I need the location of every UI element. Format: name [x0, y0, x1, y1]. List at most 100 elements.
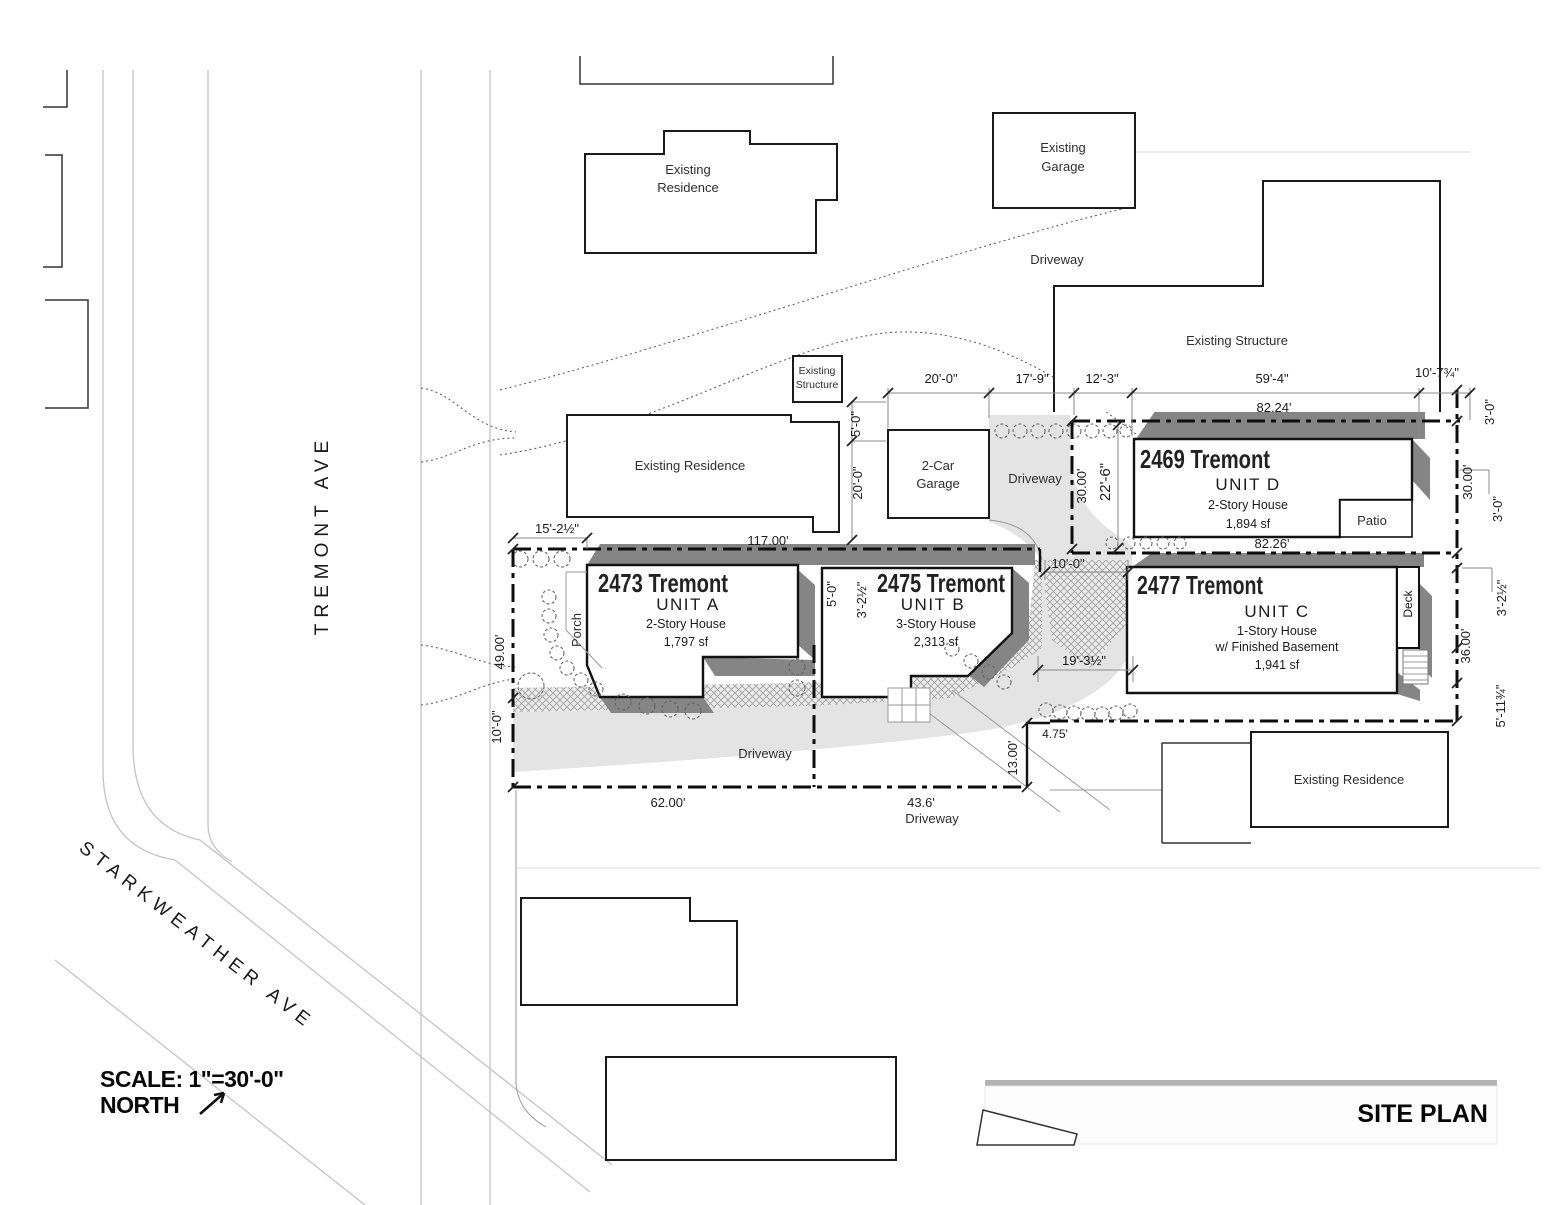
tree-symbol	[517, 672, 545, 700]
dim-3-2-1-2-unit-b: 3'-2½"	[854, 581, 869, 618]
dim-4-75: 4.75'	[1042, 727, 1068, 741]
title-panel-shadow	[985, 1080, 1497, 1088]
dim-5-0-unit-b: 5'-0"	[824, 581, 839, 607]
dim-43-6: 43.6'	[907, 795, 935, 810]
dim-22-6: 22'-6"	[1097, 463, 1114, 501]
existing-garage-label-1: Existing	[1040, 140, 1086, 155]
driveway-label-bottom: Driveway	[905, 811, 959, 826]
dim-49-00: 49.00'	[492, 634, 507, 669]
existing-residence-top-label-1: Existing	[665, 162, 711, 177]
unit-d-area: 1,894 sf	[1226, 517, 1271, 531]
dim-82-24: 82.24'	[1256, 400, 1291, 415]
unit-b-area: 2,313 sf	[914, 635, 959, 649]
dim-59-4: 59'-4"	[1255, 371, 1289, 386]
unit-c-outline	[1125, 565, 1399, 695]
dim-117-00: 117.00'	[747, 533, 788, 548]
existing-building-bottom-1	[520, 897, 738, 1006]
deck-outline	[1396, 566, 1420, 649]
unit-c-type: 1-Story House	[1237, 624, 1317, 638]
dimension-ticks	[507, 384, 1476, 793]
dim-15-2-1-2: 15'-2½"	[535, 521, 579, 536]
existing-structure-small-label-1: Existing	[799, 365, 836, 377]
existing-building-bottom-2	[605, 1056, 897, 1161]
north-arrow-icon	[199, 1091, 226, 1115]
unit-a-name: UNIT A	[656, 595, 719, 614]
unit-b-name: UNIT B	[901, 595, 965, 614]
dim-62-00: 62.00'	[650, 795, 685, 810]
existing-structure-large-outline	[1053, 180, 1441, 412]
unit-c-area: 1,941 sf	[1255, 658, 1300, 672]
existing-residence-mid-outline	[566, 414, 840, 533]
dim-82-26: 82.26'	[1254, 536, 1289, 551]
existing-structure-small-label-2: Structure	[796, 379, 839, 391]
sheet-title: SITE PLAN	[1357, 1100, 1488, 1128]
property-boundary	[511, 390, 1460, 789]
existing-garage-label-2: Garage	[1041, 159, 1084, 174]
dim-36-00-right: 36.00'	[1458, 628, 1473, 663]
two-car-garage-label-2: Garage	[916, 476, 959, 491]
partial-building-2	[43, 154, 63, 268]
porch-label: Porch	[569, 613, 584, 647]
driveway-upper	[989, 415, 1132, 560]
driveway-label-main: Driveway	[738, 746, 792, 761]
unit-a-type: 2-Story House	[646, 617, 726, 631]
driveway-surfaces	[513, 415, 1162, 813]
dim-20-0-top: 20'-0"	[924, 371, 958, 386]
driveway-main	[513, 560, 1132, 772]
unit-b-stoop	[887, 687, 931, 723]
deck-label: Deck	[1401, 589, 1415, 617]
dim-12-3: 12'-3"	[1085, 371, 1119, 386]
unit-a-address: 2473 Tremont	[598, 568, 728, 598]
patio-label: Patio	[1357, 513, 1387, 528]
existing-residence-br-outline	[1250, 731, 1449, 828]
partial-building-top	[579, 56, 834, 85]
existing-residence-br-wing	[1161, 742, 1251, 844]
dim-3-2-1-2-right: 3'-2½"	[1494, 579, 1509, 616]
existing-structure-large-label: Existing Structure	[1186, 333, 1288, 348]
dim-10-0-throat: 10'-0"	[1051, 556, 1085, 571]
unit-d-type: 2-Story House	[1208, 498, 1288, 512]
dim-30-00-right: 30.00'	[1460, 464, 1475, 499]
dim-5-0-left: 5'-0"	[848, 411, 863, 437]
porch-outline	[565, 571, 603, 669]
unit-d-name: UNIT D	[1215, 475, 1280, 494]
driveway-label-top: Driveway	[1030, 252, 1084, 267]
existing-residence-br-label: Existing Residence	[1294, 772, 1405, 787]
paver-walk-turn	[1045, 560, 1128, 668]
partial-building-3	[45, 299, 89, 409]
deck-stairs	[1402, 649, 1429, 685]
existing-buildings	[43, 56, 1449, 1161]
unit-d-address: 2469 Tremont	[1140, 444, 1270, 474]
existing-residence-top-label-2: Residence	[657, 180, 718, 195]
existing-garage-outline	[992, 112, 1136, 209]
dim-13-00: 13.00'	[1005, 740, 1020, 775]
unit-b-address: 2475 Tremont	[877, 568, 1005, 598]
dimension-lines	[507, 384, 1493, 793]
dim-20-0-left: 20'-0"	[850, 466, 865, 500]
existing-residence-top-outline	[584, 130, 838, 254]
street-lines	[54, 70, 1540, 1205]
dim-19-3-1-2: 19'-3½"	[1062, 653, 1106, 668]
unit-c-name: UNIT C	[1244, 602, 1309, 621]
dim-10-0-west: 10'-0"	[489, 710, 504, 744]
north-label: NORTH	[100, 1092, 179, 1118]
unit-c-type2: w/ Finished Basement	[1215, 640, 1340, 654]
unit-a-outline	[585, 563, 800, 699]
two-car-garage-outline	[887, 429, 990, 519]
scale-note: SCALE: 1"=30'-0"	[100, 1066, 284, 1092]
two-car-garage-label-1: 2-Car	[922, 458, 955, 473]
paver-walk-band	[513, 560, 1042, 712]
title-panel-sketch-shape	[976, 1109, 1078, 1146]
unit-a-area: 1,797 sf	[664, 635, 709, 649]
unit-b-type: 3-Story House	[896, 617, 976, 631]
patio-outline	[1339, 499, 1413, 538]
dim-5-11-3-4: 5'-11¾"	[1493, 684, 1508, 727]
street-tremont-label: TREMONT AVE	[312, 435, 333, 635]
dim-3-0-right-1: 3'-0"	[1482, 399, 1497, 425]
dim-30-00-mid: 30.00'	[1074, 468, 1089, 503]
dim-10-7-3-4: 10'-7¾"	[1415, 365, 1459, 380]
existing-structure-small-outline	[792, 355, 843, 403]
title-panel: SITE PLAN	[976, 1080, 1498, 1146]
